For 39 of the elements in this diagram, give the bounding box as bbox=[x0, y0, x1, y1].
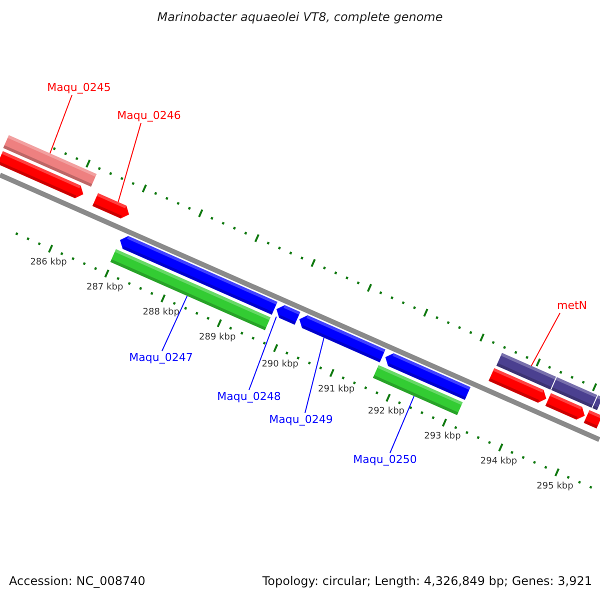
leader-line bbox=[118, 122, 142, 203]
scale-label: 292 kbp bbox=[368, 406, 405, 418]
gene-feature bbox=[488, 368, 546, 403]
gene-feature bbox=[3, 135, 97, 187]
gene-feature bbox=[385, 353, 471, 400]
leader-line bbox=[390, 396, 415, 454]
gene-label: Maqu_0249 bbox=[269, 413, 333, 427]
gene-label: Maqu_0246 bbox=[117, 109, 181, 123]
leader-line bbox=[162, 295, 188, 352]
gene-label: metN bbox=[556, 299, 588, 313]
gene-label: Maqu_0248 bbox=[217, 390, 281, 404]
leader-line bbox=[530, 312, 560, 366]
scale-label: 290 kbp bbox=[262, 360, 298, 371]
scale-label: 287 kbp bbox=[86, 282, 124, 294]
scale-label: 286 kbp bbox=[30, 258, 67, 269]
scale-label: 293 kbp bbox=[424, 432, 461, 443]
gene-label: Maqu_0247 bbox=[129, 351, 193, 365]
gene-label: Maqu_0250 bbox=[353, 453, 417, 467]
scale-label: 288 kbp bbox=[142, 307, 180, 318]
title: Marinobacter aquaeolei VT8, complete genome bbox=[156, 9, 444, 25]
gene-feature bbox=[496, 352, 556, 390]
gene-feature bbox=[92, 193, 130, 218]
gene-label: Maqu_0245 bbox=[47, 81, 111, 95]
leader-line bbox=[248, 316, 277, 390]
gene-feature bbox=[545, 393, 585, 420]
accession-text: Accession: NC_008740 bbox=[9, 574, 146, 588]
scale-label: 294 kbp bbox=[480, 456, 518, 468]
gene-feature bbox=[299, 315, 386, 362]
gene-feature bbox=[551, 377, 598, 408]
scale-label: 295 kbp bbox=[536, 481, 574, 492]
gene-feature bbox=[592, 395, 600, 410]
gene-feature bbox=[276, 305, 300, 325]
scale-label: 289 kbp bbox=[199, 332, 236, 344]
gene-feature bbox=[584, 410, 600, 429]
gene-feature bbox=[0, 151, 84, 198]
leader-line bbox=[304, 337, 324, 414]
leader-line bbox=[50, 94, 72, 154]
scale-label: 291 kbp bbox=[318, 384, 355, 396]
genome-info-text: Topology: circular; Length: 4,326,849 bp; Genes: 3,921 bbox=[262, 574, 592, 588]
